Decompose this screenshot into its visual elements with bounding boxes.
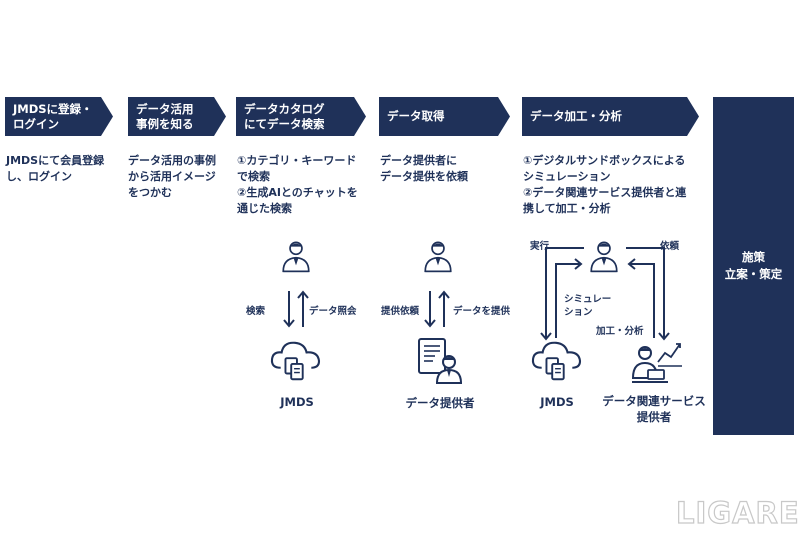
flow-acquire-right-label: データを提供: [453, 306, 511, 317]
desc-catalog-search-line: で検索: [237, 170, 270, 183]
flow-analysis-provider-line1: データ関連サービス: [602, 394, 706, 408]
step-register-line2: ログイン: [13, 116, 59, 131]
step-register: JMDSに登録・ログイン: [5, 97, 113, 136]
step-catalog-search-line2: にてデータ検索: [244, 116, 325, 131]
flow-analysis-request-label: 依頼: [660, 241, 680, 252]
flow-analysis-provider-line2: 提供者: [636, 410, 672, 424]
desc-data-acquisition-line: データ提供者に: [380, 154, 457, 167]
flow-analysis-sim-line2: ション: [564, 307, 593, 318]
desc-case-study-line: から活用イメージ: [128, 170, 216, 183]
final-line1: 施策: [742, 250, 765, 264]
desc-catalog-search: ①カテゴリ・キーワード で検索 ②生成AIとのチャットを 通じた検索: [237, 153, 358, 217]
bidirectional-arrows-icon: [281, 289, 311, 329]
flow-analysis-sim-line1: シミュレー: [564, 294, 612, 305]
desc-data-acquisition: データ提供者に データ提供を依頼: [380, 153, 468, 185]
cloud-data-icon: [530, 339, 584, 385]
step-processing-analysis-line1: データ加工・分析: [530, 109, 622, 123]
flow-analysis-sim-label: シミュレー ション: [564, 293, 611, 319]
desc-register-line: JMDSにて会員登録: [6, 154, 105, 167]
flow-search-jmds-label: JMDS: [280, 395, 314, 409]
desc-catalog-search-line: 通じた検索: [237, 202, 292, 215]
analysis-flow-arrows: [540, 247, 670, 341]
desc-register-line: し、ログイン: [6, 170, 72, 183]
desc-processing-analysis-line: ②データ関連サービス提供者と連: [523, 186, 687, 199]
desc-case-study: データ活用の事例 から活用イメージ をつかむ: [128, 153, 216, 201]
flow-search-left-label: 検索: [246, 306, 266, 317]
flow-acquire-provider-label: データ提供者: [405, 396, 475, 410]
flow-analysis-provider-label: データ関連サービス 提供者: [598, 393, 710, 425]
desc-data-acquisition-line: データ提供を依頼: [380, 170, 468, 183]
analyst-chart-icon: [631, 343, 682, 383]
person-icon: [279, 236, 313, 276]
desc-catalog-search-line: ②生成AIとのチャットを: [237, 186, 358, 199]
step-case-study: データ活用事例を知る: [128, 97, 226, 136]
desc-register: JMDSにて会員登録 し、ログイン: [6, 153, 104, 185]
final-line2: 立案・策定: [724, 267, 783, 281]
flow-search-right-label: データ照会: [309, 306, 357, 317]
desc-processing-analysis: ①デジタルサンドボックスによる シミュレーション ②データ関連サービス提供者と連…: [523, 153, 686, 217]
document-person-icon: [418, 338, 463, 384]
desc-processing-analysis-line: シミュレーション: [523, 170, 611, 183]
bidirectional-arrows-icon: [422, 289, 452, 329]
step-data-acquisition: データ取得: [379, 97, 510, 136]
step-case-study-line2: 事例を知る: [136, 116, 194, 131]
cloud-data-icon: [269, 339, 323, 385]
desc-catalog-search-line: ①カテゴリ・キーワード: [237, 154, 357, 167]
final-policy-box: 施策 立案・策定: [713, 97, 794, 435]
step-catalog-search: データカタログにてデータ検索: [236, 97, 366, 136]
desc-processing-analysis-line: ①デジタルサンドボックスによる: [523, 154, 686, 167]
step-catalog-search-line1: データカタログ: [244, 101, 325, 116]
step-case-study-line1: データ活用: [136, 101, 194, 116]
flow-analysis-process-label: 加工・分析: [596, 326, 644, 337]
desc-case-study-line: をつかむ: [128, 186, 172, 199]
step-processing-analysis: データ加工・分析: [522, 97, 699, 136]
flow-analysis-exec-label: 実行: [530, 241, 550, 252]
ligare-logo: LIGARE: [675, 495, 800, 530]
person-icon: [421, 236, 455, 276]
flow-acquire-left-label: 提供依頼: [381, 306, 420, 317]
step-data-acquisition-line1: データ取得: [387, 109, 445, 123]
desc-processing-analysis-line: 携して加工・分析: [523, 202, 611, 215]
flow-analysis-jmds-label: JMDS: [540, 395, 574, 409]
step-register-line1: JMDSに登録・: [13, 101, 93, 116]
desc-case-study-line: データ活用の事例: [128, 154, 216, 167]
